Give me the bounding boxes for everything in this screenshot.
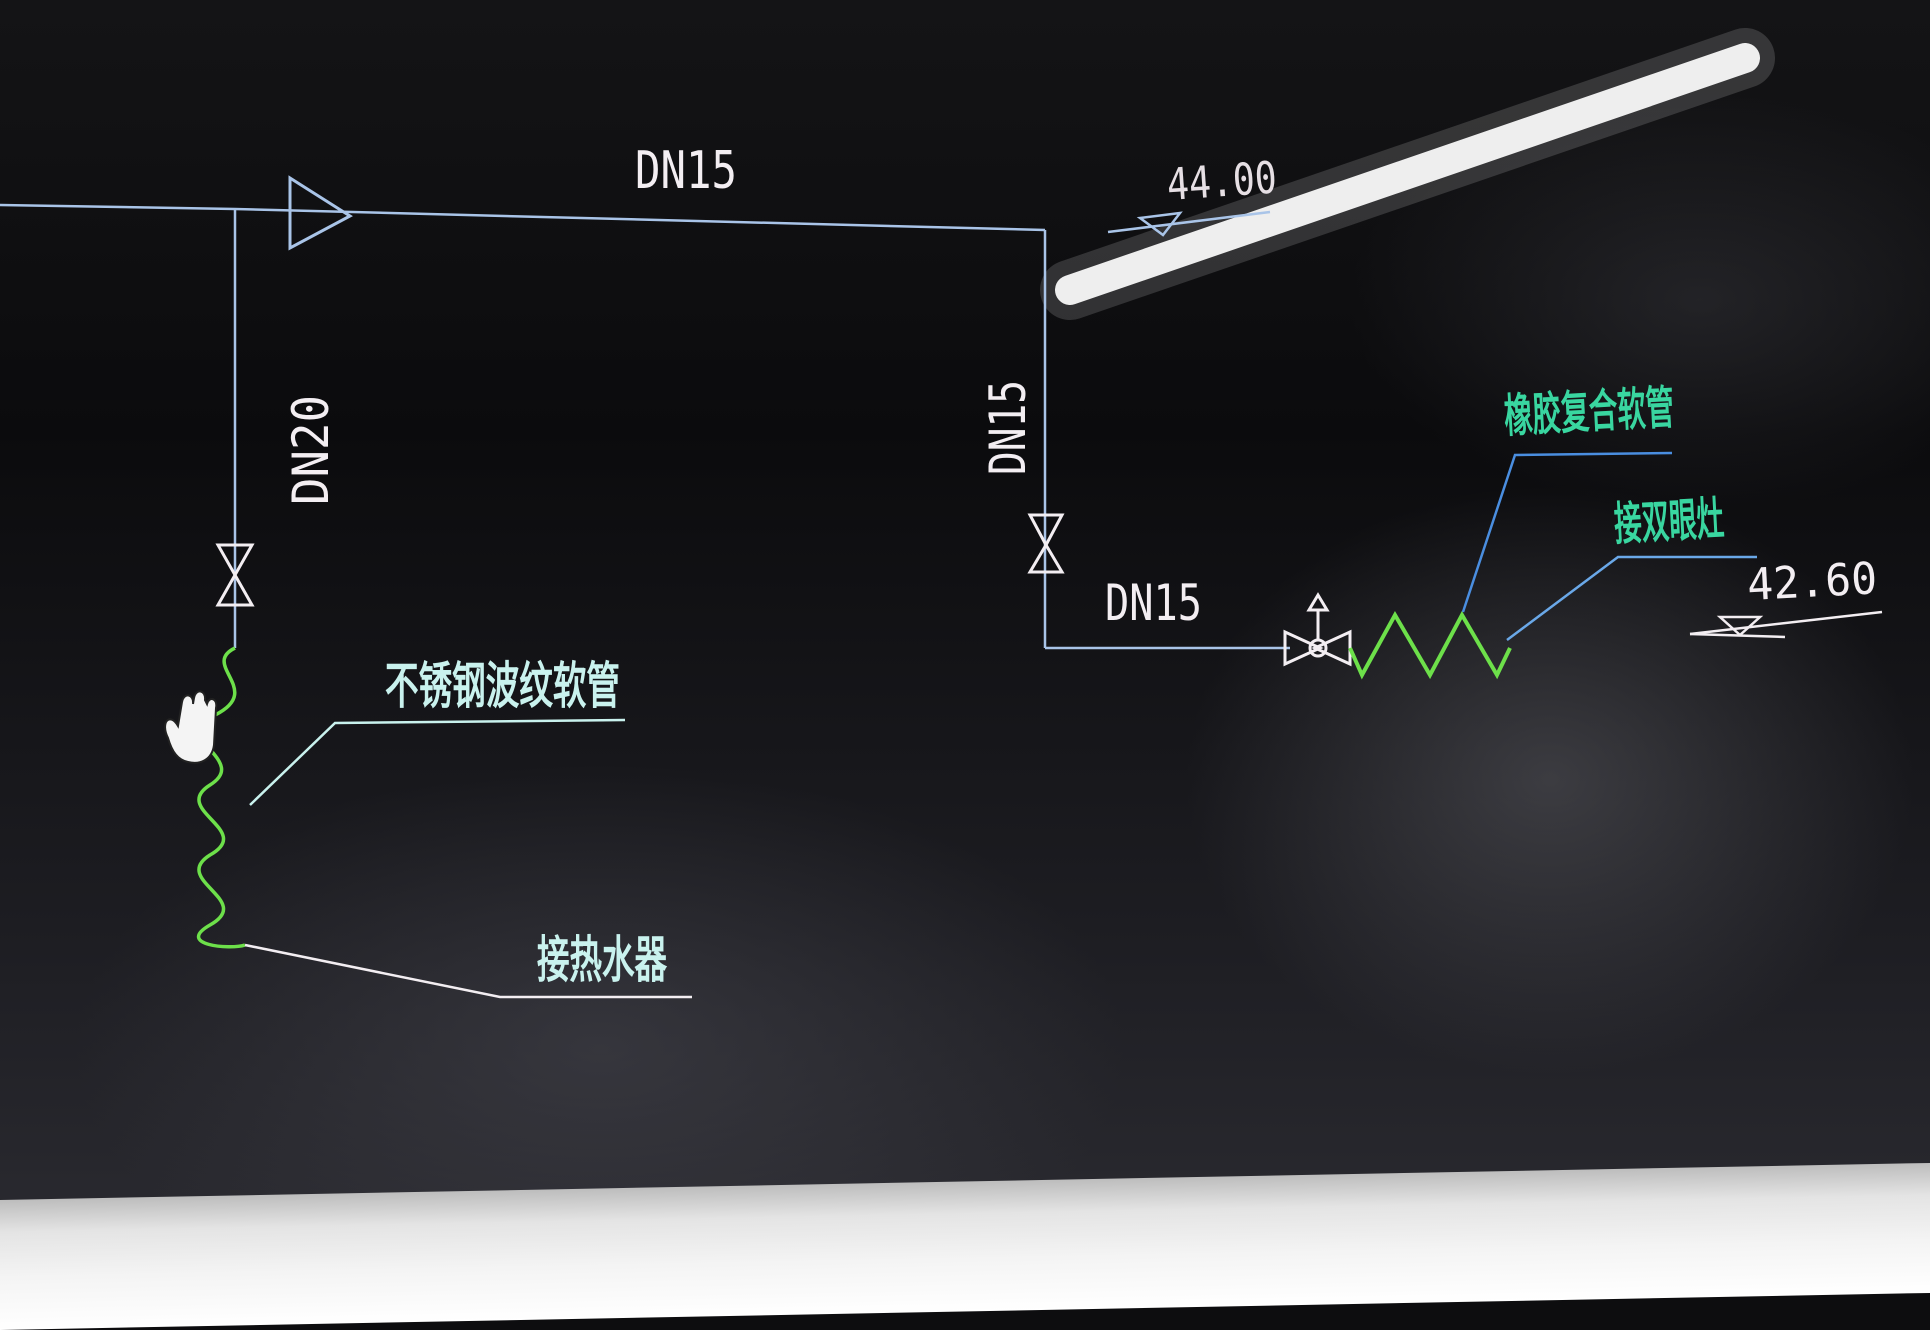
cad-drawing-canvas[interactable] [0, 0, 1930, 1235]
leader-line-double-stove [1506, 555, 1757, 642]
elevation-mark-lower-icon [1689, 610, 1883, 639]
right-riser-size-label: DN15 [979, 380, 1037, 475]
leader-line-rubber-hose [1461, 451, 1673, 613]
glare-halo [1040, 28, 1775, 320]
glare-reflection [1055, 43, 1760, 305]
main-pipe[interactable] [0, 203, 1046, 232]
flow-arrow-icon[interactable] [288, 175, 353, 251]
left-gate-valve-icon[interactable] [215, 543, 255, 607]
note-water-heater: 接热水器 [537, 931, 668, 989]
note-double-stove: 接双眼灶 [1613, 491, 1726, 551]
left-riser-size-label: DN20 [282, 395, 340, 505]
right-gate-valve-icon[interactable] [1027, 513, 1065, 574]
stainless-corrugated-hose[interactable] [197, 646, 246, 949]
hand-cursor-icon [164, 690, 218, 764]
right-branch-size-label: DN15 [1105, 574, 1202, 632]
elevation-mark-upper-icon [1107, 210, 1271, 237]
gas-cock-valve-icon[interactable] [1283, 592, 1352, 667]
note-rubber-hose: 橡胶复合软管 [1503, 380, 1676, 443]
rubber-composite-hose[interactable] [1348, 610, 1512, 680]
elevation-lower-value: 42.60 [1746, 553, 1878, 611]
elevation-upper-value: 44.00 [1165, 152, 1278, 211]
main-pipe-size-label: DN15 [635, 141, 737, 201]
leader-line-stainless-hose [249, 718, 626, 806]
note-stainless-hose: 不锈钢波纹软管 [385, 657, 620, 715]
leader-line-water-heater [244, 943, 692, 999]
